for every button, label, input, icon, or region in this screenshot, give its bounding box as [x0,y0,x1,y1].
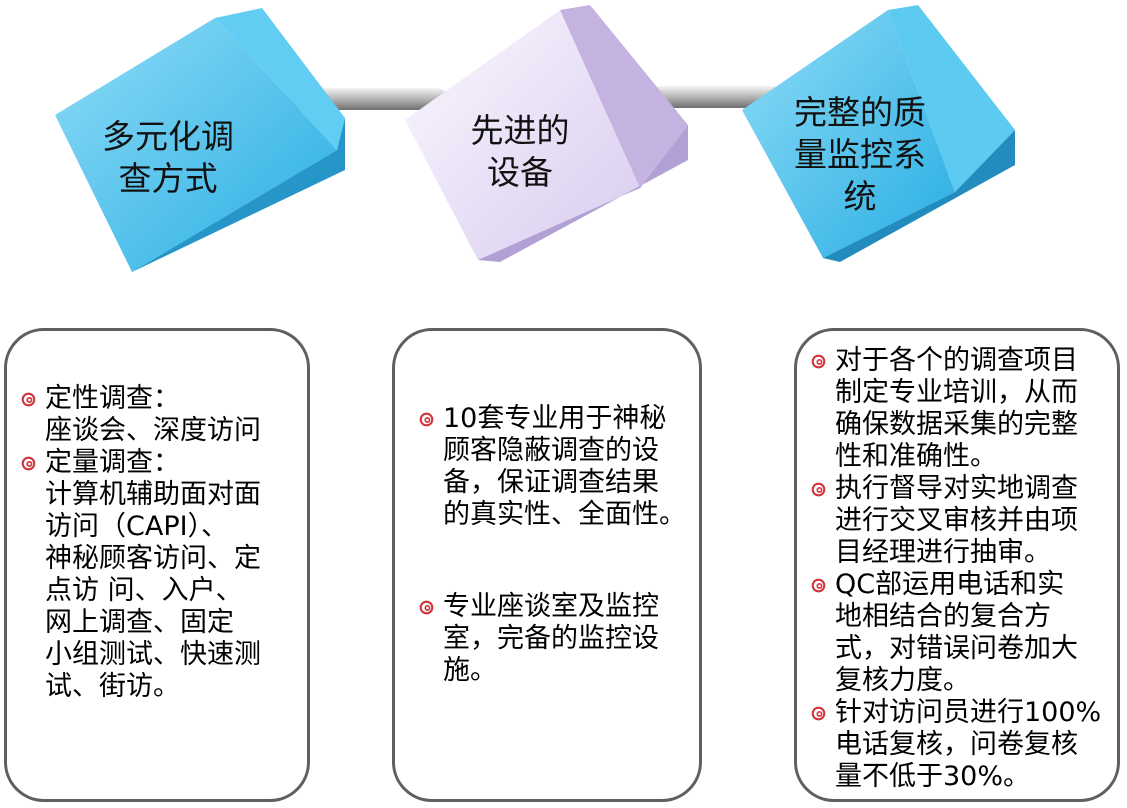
bullet-icon [21,392,36,407]
list-item-text: 执行督导对实地调查 进行交叉审核并由项 目经理进行抽审。 [835,473,1078,568]
cube-1 [55,8,345,272]
list-item: 定性调查： 座谈会、深度访问 [21,383,297,447]
list-item: QC部运用电话和实 地相结合的复合方 式，对错误问卷加大 复核力度。 [811,569,1111,697]
quality-panel: 对于各个的调查项目 制定专业培训，从而 确保数据采集的完整 性和准确性。 执行督… [794,328,1120,802]
methods-panel: 定性调查： 座谈会、深度访问 定量调查： 计算机辅助面对面 访问（CAPI）、 … [4,328,310,802]
list-item: 执行督导对实地调查 进行交叉审核并由项 目经理进行抽审。 [811,473,1111,569]
list-item: 针对访问员进行100% 电话复核，问卷复核 量不低于30%。 [811,697,1111,793]
list-item: 专业座谈室及监控 室，完备的监控设 施。 [419,591,691,687]
cube-diagram [55,5,1015,272]
list-item: 对于各个的调查项目 制定专业培训，从而 确保数据采集的完整 性和准确性。 [811,345,1111,473]
cube-1-label-line: 多元化调 [102,117,234,156]
bullet-icon [419,600,434,615]
bullet-icon [811,706,826,721]
list-item-text: 10套专业用于神秘 顾客隐蔽调查的设 备，保证调查结果 的真实性、全面性。 [443,403,686,530]
cube-3-label-line: 统 [843,177,877,216]
cube-2-label-line: 设备 [487,153,553,192]
cube-2-label-line: 先进的 [470,111,570,150]
list-item-text: QC部运用电话和实 地相结合的复合方 式，对错误问卷加大 复核力度。 [835,569,1078,696]
cube-3 [742,5,1015,262]
cube-3-label-line: 完整的质 [794,93,926,132]
quality-list: 对于各个的调查项目 制定专业培训，从而 确保数据采集的完整 性和准确性。 执行督… [811,345,1111,793]
list-item-text: 针对访问员进行100% 电话复核，问卷复核 量不低于30%。 [835,697,1102,792]
cube-3-label: 完整的质 量监控系 统 [775,92,945,218]
cube-3-label-line: 量监控系 [794,135,926,174]
bullet-icon [21,456,36,471]
equipment-panel: 10套专业用于神秘 顾客隐蔽调查的设 备，保证调查结果 的真实性、全面性。 专业… [392,328,702,802]
bullet-icon [811,354,826,369]
methods-list: 定性调查： 座谈会、深度访问 定量调查： 计算机辅助面对面 访问（CAPI）、 … [21,383,297,703]
equipment-list: 10套专业用于神秘 顾客隐蔽调查的设 备，保证调查结果 的真实性、全面性。 专业… [419,403,691,687]
cube-1-label: 多元化调 查方式 [78,116,258,200]
cube-2 [405,5,688,262]
list-item: 定量调查： 计算机辅助面对面 访问（CAPI）、 神秘顾客访问、定 点访 问、入… [21,447,297,703]
list-item-text: 定量调查： 计算机辅助面对面 访问（CAPI）、 神秘顾客访问、定 点访 问、入… [45,447,261,702]
cube-2-label: 先进的 设备 [435,110,605,194]
list-item-text: 专业座谈室及监控 室，完备的监控设 施。 [443,591,659,686]
cube-1-label-line: 查方式 [118,159,218,198]
spacer [419,531,691,591]
list-item-text: 定性调查： 座谈会、深度访问 [45,383,261,446]
list-item-text: 对于各个的调查项目 制定专业培训，从而 确保数据采集的完整 性和准确性。 [835,345,1078,472]
bullet-icon [419,412,434,427]
bullet-icon [811,482,826,497]
bullet-icon [811,578,826,593]
list-item: 10套专业用于神秘 顾客隐蔽调查的设 备，保证调查结果 的真实性、全面性。 [419,403,691,531]
